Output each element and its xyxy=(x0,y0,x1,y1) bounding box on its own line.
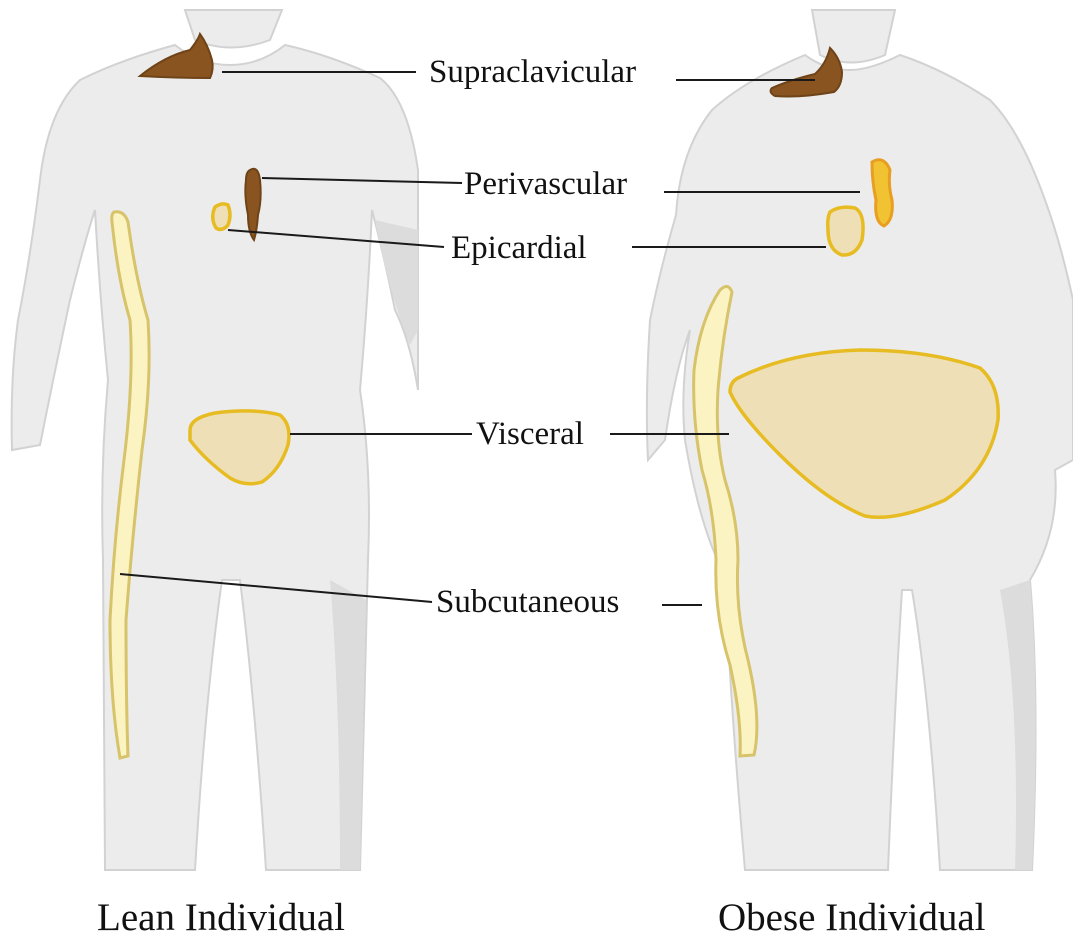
label-epicardial: Epicardial xyxy=(451,230,587,266)
lean-figure xyxy=(12,10,418,870)
obese-neck xyxy=(812,10,895,63)
label-subcutaneous: Subcutaneous xyxy=(436,584,619,620)
label-supraclavicular: Supraclavicular xyxy=(429,54,636,90)
caption-obese-individual: Obese Individual xyxy=(718,896,986,939)
obese-epicardial-depot xyxy=(828,207,863,255)
lean-arm-shade xyxy=(375,220,418,345)
label-visceral: Visceral xyxy=(476,416,584,452)
lean-epicardial-depot xyxy=(213,204,230,230)
caption-lean-individual: Lean Individual xyxy=(97,896,345,939)
obese-figure xyxy=(647,10,1073,870)
label-perivascular: Perivascular xyxy=(464,166,627,202)
